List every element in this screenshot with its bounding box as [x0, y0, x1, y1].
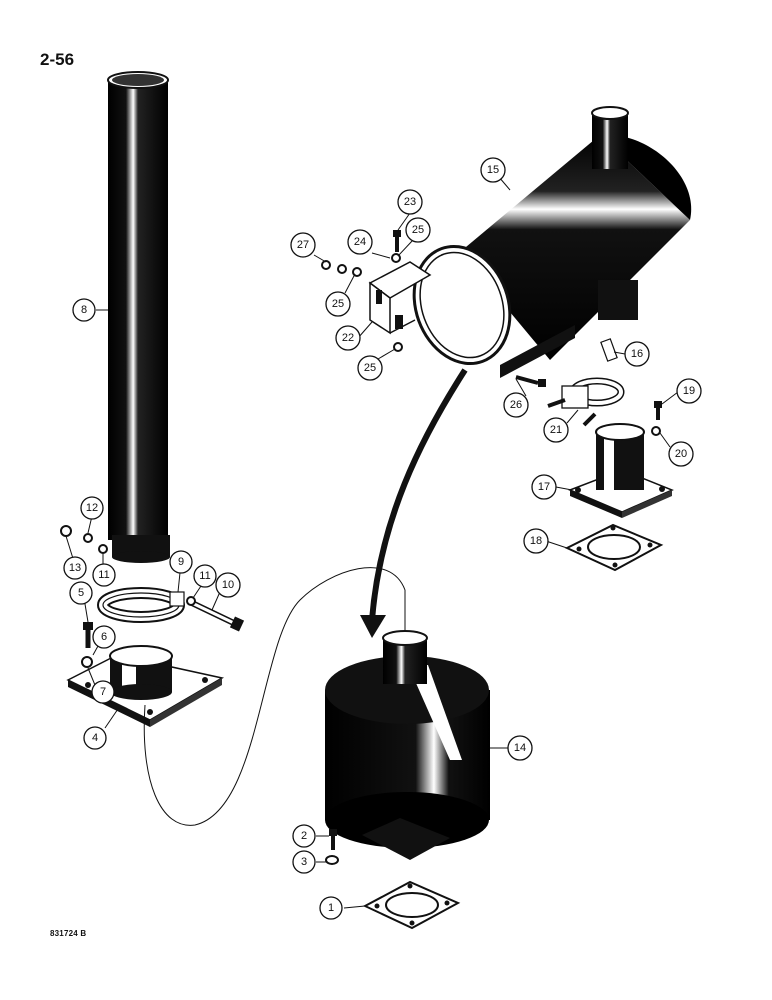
- assembly-arrow: [360, 368, 468, 638]
- svg-text:26: 26: [510, 399, 522, 411]
- svg-text:21: 21: [550, 424, 562, 436]
- callout-14: 14: [507, 735, 533, 761]
- callout-21: 21: [543, 417, 569, 443]
- callout-15: 15: [480, 157, 506, 183]
- leader-lines: [65, 169, 679, 909]
- flange-hardware: [651, 401, 662, 436]
- svg-text:9: 9: [178, 556, 184, 568]
- svg-text:25: 25: [364, 362, 376, 374]
- svg-text:4: 4: [92, 732, 98, 744]
- callout-3: 3: [292, 850, 316, 874]
- mounting-plate: [66, 645, 225, 727]
- svg-text:6: 6: [101, 631, 107, 643]
- gasket-16: [600, 338, 618, 362]
- callout-20: 20: [668, 441, 694, 467]
- svg-text:5: 5: [78, 587, 84, 599]
- svg-text:12: 12: [86, 502, 98, 514]
- svg-text:17: 17: [538, 481, 550, 493]
- callout-16: 16: [624, 341, 650, 367]
- gasket-18: [564, 523, 664, 572]
- callout-5: 5: [69, 581, 93, 605]
- page-number: 2-56: [40, 50, 75, 69]
- exhaust-pipe: [107, 71, 170, 563]
- svg-text:8: 8: [81, 304, 87, 316]
- svg-text:2: 2: [301, 830, 307, 842]
- callout-6: 6: [92, 625, 116, 649]
- svg-text:18: 18: [530, 535, 542, 547]
- precleaner-drum: [325, 630, 490, 860]
- clamp-hardware: [60, 525, 196, 606]
- callout-4: 4: [83, 726, 107, 750]
- svg-text:24: 24: [354, 236, 366, 248]
- callout-17: 17: [531, 474, 557, 500]
- clamp-bolt: [190, 600, 245, 632]
- muffler-bracket: [368, 261, 432, 335]
- svg-text:16: 16: [631, 348, 643, 360]
- svg-text:20: 20: [675, 448, 687, 460]
- gasket-1: [362, 880, 461, 930]
- svg-text:19: 19: [683, 385, 695, 397]
- callout-11-lower: 11: [193, 564, 217, 588]
- muffler: [412, 106, 692, 378]
- routing-line: [143, 567, 406, 826]
- callout-22: 22: [335, 325, 361, 351]
- drum-hardware: [325, 829, 339, 865]
- svg-text:15: 15: [487, 164, 499, 176]
- svg-text:25: 25: [412, 224, 424, 236]
- svg-text:14: 14: [514, 742, 526, 754]
- pipe-clamp: [97, 587, 185, 623]
- callout-10: 10: [215, 572, 241, 598]
- svg-text:10: 10: [222, 579, 234, 591]
- svg-text:22: 22: [342, 332, 354, 344]
- bracket-hardware: [321, 230, 546, 387]
- inlet-flange: [567, 423, 674, 518]
- plate-hardware: [81, 622, 93, 668]
- callout-25-bottom: 25: [357, 355, 383, 381]
- svg-text:13: 13: [69, 562, 81, 574]
- svg-text:27: 27: [297, 239, 309, 251]
- callout-11-upper: 11: [92, 563, 116, 587]
- callout-9: 9: [169, 550, 193, 574]
- inlet-clamp: [547, 377, 625, 427]
- callout-2: 2: [292, 824, 316, 848]
- illustration-reference-code: 831724 B: [50, 929, 87, 938]
- callout-8: 8: [72, 298, 96, 322]
- svg-text:23: 23: [404, 196, 416, 208]
- callout-7: 7: [91, 680, 115, 704]
- svg-text:11: 11: [98, 569, 109, 581]
- callout-24: 24: [347, 229, 373, 255]
- callout-27: 27: [290, 232, 316, 258]
- svg-text:11: 11: [199, 570, 210, 582]
- svg-text:1: 1: [328, 902, 334, 914]
- callout-1: 1: [319, 896, 343, 920]
- callout-13: 13: [63, 556, 87, 580]
- svg-text:3: 3: [301, 856, 307, 868]
- callout-25-top: 25: [405, 217, 431, 243]
- callout-19: 19: [676, 378, 702, 404]
- svg-text:25: 25: [332, 298, 344, 310]
- callout-25-left: 25: [325, 291, 351, 317]
- callout-12: 12: [80, 496, 104, 520]
- svg-text:7: 7: [100, 686, 106, 698]
- callout-26: 26: [503, 392, 529, 418]
- callout-18: 18: [523, 528, 549, 554]
- callout-23: 23: [397, 189, 423, 215]
